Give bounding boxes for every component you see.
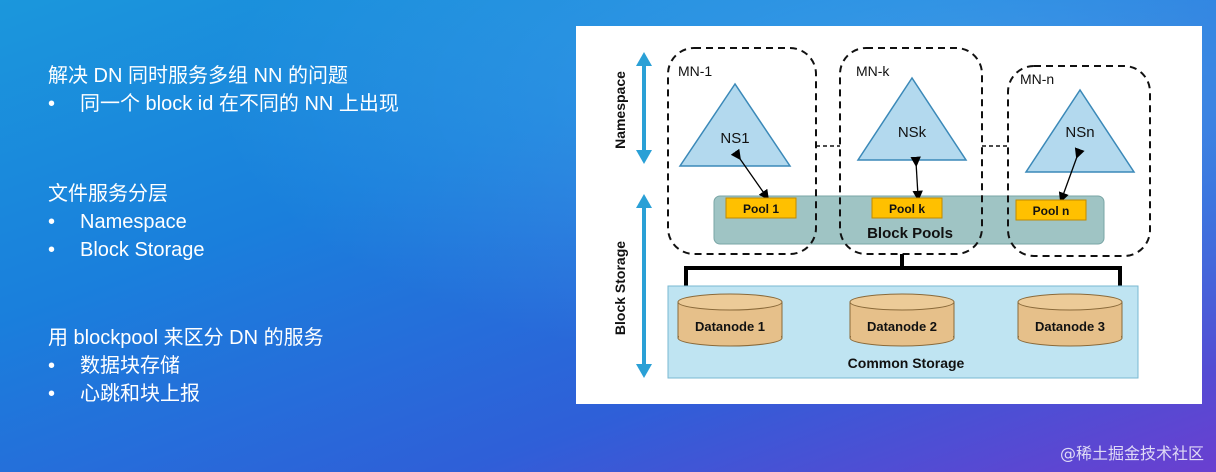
bullet-item: • 数据块存储	[48, 352, 324, 380]
bullet-item: • Namespace	[48, 208, 205, 236]
block-pools-band	[713, 195, 1105, 245]
pool-label: Pool k	[889, 202, 925, 216]
namespace-triangle	[678, 82, 792, 167]
namenode-group-n	[1007, 65, 1151, 257]
section-blockpool: 用 blockpool 来区分 DN 的服务 • 数据块存储 • 心跳和块上报	[48, 324, 324, 408]
section-title: 解决 DN 同时服务多组 NN 的问题	[48, 65, 348, 87]
pool-label: Pool n	[1033, 204, 1070, 218]
ns-to-pool-arrow	[730, 148, 769, 201]
namenode-label: MN-n	[1020, 71, 1054, 87]
namespace-axis-label: Namespace	[612, 71, 628, 149]
bullet-text: Namespace	[80, 211, 187, 233]
pools-to-storage-connector	[684, 254, 1122, 288]
namenode-label: MN-k	[856, 63, 890, 79]
datanode-label: Datanode 2	[867, 319, 937, 334]
datanode-cylinder	[677, 293, 783, 347]
common-storage-label: Common Storage	[848, 355, 965, 371]
bullet-dot: •	[48, 383, 56, 405]
bullet-text: Block Storage	[80, 239, 205, 261]
block-storage-axis-arrow	[636, 194, 652, 378]
section-layering: 文件服务分层 • Namespace • Block Storage	[48, 180, 205, 264]
section-problem: 解决 DN 同时服务多组 NN 的问题 • 同一个 block id 在不同的 N…	[48, 62, 399, 118]
pool-label: Pool 1	[743, 202, 779, 216]
namenode-group-1	[667, 47, 817, 255]
pool-box	[1015, 199, 1087, 221]
namenode-label: MN-1	[678, 63, 712, 79]
block-storage-axis-label: Block Storage	[612, 241, 628, 335]
namenode-group-k	[839, 47, 983, 255]
namespace-label: NSn	[1065, 124, 1094, 141]
section-title: 用 blockpool 来区分 DN 的服务	[48, 327, 324, 349]
namespace-axis-arrow	[636, 52, 652, 164]
bullet-text: 数据块存储	[80, 355, 180, 377]
bullet-text: 心跳和块上报	[80, 383, 200, 405]
block-pools-label: Block Pools	[867, 225, 953, 242]
bullet-text: 同一个 block id 在不同的 NN 上出现	[80, 93, 399, 115]
bullet-dot: •	[48, 211, 56, 233]
datanode-label: Datanode 3	[1035, 319, 1105, 334]
diagram-svg: Namespace Block Storage Block Pools MN-1…	[612, 47, 1151, 379]
section-title: 文件服务分层	[48, 183, 168, 205]
namespace-label: NS1	[720, 130, 749, 147]
datanode-cylinder	[1017, 293, 1123, 347]
bullet-item: • Block Storage	[48, 236, 205, 264]
namespace-label: NSk	[898, 124, 927, 141]
datanode-label: Datanode 1	[695, 319, 765, 334]
pool-box	[871, 197, 943, 219]
bullet-item: • 心跳和块上报	[48, 380, 324, 408]
datanode-cylinder	[849, 293, 955, 347]
bullet-item: • 同一个 block id 在不同的 NN 上出现	[48, 90, 399, 118]
bullet-dot: •	[48, 355, 56, 377]
pool-box	[725, 197, 797, 219]
ns-to-pool-arrow	[1058, 147, 1085, 203]
ns-to-pool-arrow	[910, 156, 923, 202]
bullet-dot: •	[48, 93, 56, 115]
federation-diagram: Namespace Block Storage Block Pools MN-1…	[576, 26, 1202, 404]
bullet-dot: •	[48, 239, 56, 261]
namespace-triangle	[856, 76, 968, 161]
site-watermark: @稀土掘金技术社区	[1059, 444, 1204, 463]
